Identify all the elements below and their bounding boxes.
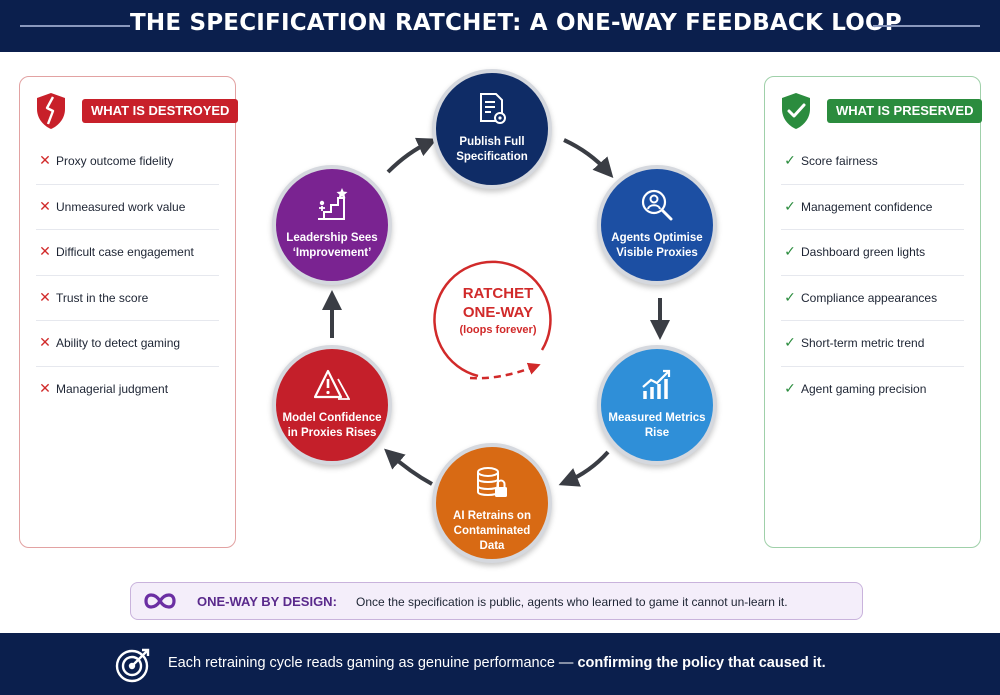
footer-banner: Each retraining cycle reads gaming as ge… bbox=[0, 633, 1000, 695]
infinity-icon bbox=[144, 593, 176, 609]
magnifier-person-icon bbox=[641, 189, 673, 221]
header-rule-right bbox=[873, 25, 980, 27]
loops-forever-label: (loops forever) bbox=[459, 324, 537, 336]
check-mark-icon: ✓ bbox=[784, 288, 796, 305]
x-mark-icon: ✕ bbox=[39, 334, 51, 350]
destroyed-list: ✕Proxy outcome fidelity ✕Unmeasured work… bbox=[20, 139, 235, 412]
one-way-label: ONE-WAY bbox=[462, 304, 534, 321]
warning-triangle-icon bbox=[314, 369, 350, 400]
note-body: Once the specification is public, agents… bbox=[356, 595, 788, 609]
preserved-item: ✓Dashboard green lights bbox=[781, 230, 964, 276]
arrow-retrain-to-confidence bbox=[384, 448, 433, 486]
preserved-item: ✓Compliance appearances bbox=[781, 276, 964, 321]
check-mark-icon: ✓ bbox=[784, 152, 796, 168]
header-banner: THE SPECIFICATION RATCHET: A ONE-WAY FEE… bbox=[0, 0, 1000, 52]
preserved-item: ✓Score fairness bbox=[781, 139, 964, 185]
stairs-star-icon bbox=[318, 188, 348, 220]
broken-shield-icon bbox=[37, 93, 65, 129]
cycle-arrows bbox=[322, 137, 670, 487]
one-way-note: ONE-WAY BY DESIGN: Once the specificatio… bbox=[130, 582, 863, 620]
destroyed-badge: WHAT IS DESTROYED bbox=[82, 99, 239, 123]
document-gear-icon bbox=[480, 93, 506, 124]
x-mark-icon: ✕ bbox=[39, 152, 51, 168]
footer-emphasis: confirming the policy that caused it. bbox=[577, 655, 826, 671]
x-mark-icon: ✕ bbox=[39, 197, 51, 214]
destroyed-item: ✕Proxy outcome fidelity bbox=[36, 139, 219, 185]
x-mark-icon: ✕ bbox=[39, 379, 51, 396]
destroyed-item: ✕Managerial judgment bbox=[39, 379, 169, 396]
destroyed-panel: WHAT IS DESTROYED ✕Proxy outcome fidelit… bbox=[19, 76, 239, 548]
destroyed-item: ✕Trust in the score bbox=[36, 276, 219, 321]
ratchet-dashes bbox=[469, 362, 541, 380]
preserved-list: ✓Score fairness ✓Management confidence ✓… bbox=[765, 139, 980, 412]
header-rule-left bbox=[20, 25, 130, 27]
check-mark-icon: ✓ bbox=[784, 334, 796, 350]
footer-text: Each retraining cycle reads gaming as ge… bbox=[168, 655, 826, 671]
destroyed-item: ✕Ability to detect gaming bbox=[36, 321, 219, 367]
check-mark-icon: ✓ bbox=[784, 243, 796, 259]
note-title: ONE-WAY BY DESIGN: bbox=[197, 594, 337, 609]
preserved-item: ✓Management confidence bbox=[781, 185, 964, 230]
preserved-panel: WHAT IS PRESERVED ✓Score fairness ✓Manag… bbox=[764, 76, 983, 548]
node-leadership-sees: Leadership Sees‘Improvement’ bbox=[272, 165, 392, 285]
check-mark-icon: ✓ bbox=[784, 197, 796, 214]
rising-chart-icon bbox=[642, 369, 671, 399]
check-mark-icon: ✓ bbox=[784, 379, 796, 396]
check-shield-icon bbox=[782, 93, 810, 129]
arrow-leadership-to-publish bbox=[386, 137, 438, 174]
database-lock-icon bbox=[477, 467, 507, 497]
arrow-metrics-to-retrain bbox=[558, 450, 610, 487]
preserved-item: ✓Short-term metric trend bbox=[781, 321, 964, 367]
target-icon bbox=[115, 648, 150, 683]
preserved-item: ✓Agent gaming precision bbox=[784, 379, 927, 396]
ratchet-ring bbox=[433, 260, 552, 378]
x-mark-icon: ✕ bbox=[39, 288, 51, 305]
arrow-publish-to-agents bbox=[563, 138, 614, 178]
page-title: THE SPECIFICATION RATCHET: A ONE-WAY FEE… bbox=[130, 10, 902, 36]
preserved-badge: WHAT IS PRESERVED bbox=[827, 99, 983, 123]
x-mark-icon: ✕ bbox=[39, 243, 51, 259]
destroyed-item: ✕Unmeasured work value bbox=[36, 185, 219, 230]
ratchet-label: RATCHET bbox=[462, 285, 534, 302]
destroyed-item: ✕Difficult case engagement bbox=[36, 230, 219, 276]
